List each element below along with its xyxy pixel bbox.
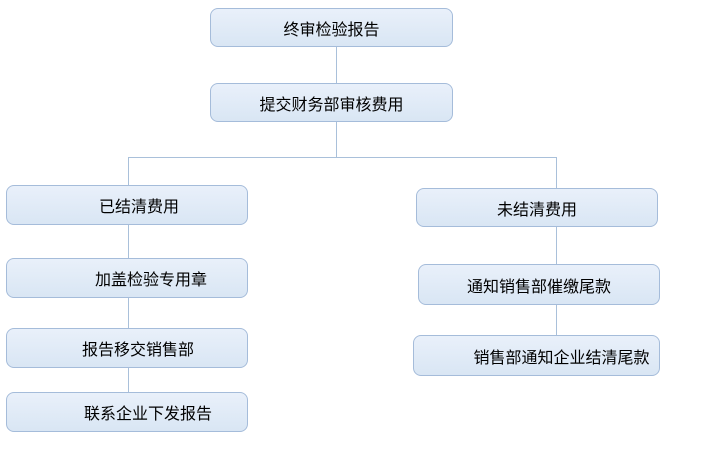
flow-node-fees-settled: 已结清费用 [6,185,248,225]
flow-node-stamp-inspection-seal: 加盖检验专用章 [6,258,248,298]
connector-notify-to-sales-notify [556,305,557,335]
flow-node-notify-sales-collect-balance: 通知销售部催缴尾款 [418,264,660,305]
connector-transfer-to-contact [128,368,129,392]
flow-node-label: 加盖检验专用章 [94,272,207,289]
connector-report-to-submit [336,47,337,83]
connector-stamp-to-transfer [128,298,129,328]
flow-node-report-to-sales-dept: 报告移交销售部 [6,328,248,368]
flow-node-label: 提交财务部审核费用 [259,96,404,114]
connector-settled-to-stamp [128,225,129,258]
flow-node-label: 终审检验报告 [283,21,380,39]
flow-node-label: 已结清费用 [98,199,179,216]
flow-node-fees-unsettled: 未结清费用 [416,188,658,227]
flow-node-contact-enterprise-issue-report: 联系企业下发报告 [6,392,248,432]
flow-node-label: 未结清费用 [496,201,577,219]
flow-node-final-inspection-report: 终审检验报告 [210,8,453,47]
flow-node-label: 报告移交销售部 [81,342,194,359]
flow-node-sales-notify-enterprise-settle: 销售部通知企业结清尾款 [413,335,660,376]
connector-submit-to-branch [336,122,337,158]
connector-branch-horizontal [128,157,557,158]
connector-branch-to-settled [128,158,129,185]
flow-node-label: 联系企业下发报告 [83,406,212,423]
flow-node-submit-finance-fee-review: 提交财务部审核费用 [210,83,453,122]
connector-unsettled-to-notify [556,227,557,264]
flow-node-label: 通知销售部催缴尾款 [466,278,611,296]
connector-branch-to-unsettled [556,158,557,188]
flow-node-label: 销售部通知企业结清尾款 [473,349,650,367]
